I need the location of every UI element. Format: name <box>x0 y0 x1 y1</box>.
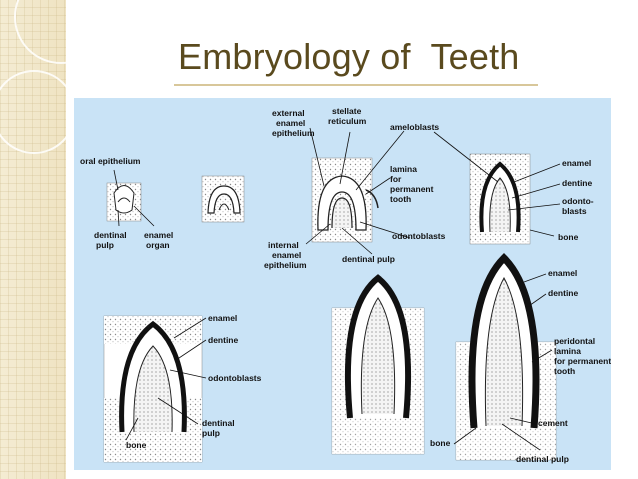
label-dentine: dentine <box>562 178 592 188</box>
label-oral-epithelium: oral epithelium <box>80 156 141 166</box>
labels: oral epithelium dentinal pulp enamel org… <box>80 106 611 464</box>
label-external: external <box>272 108 305 118</box>
label-tooth: tooth <box>390 194 411 204</box>
stage-early-root <box>103 315 203 463</box>
label-pulp: pulp <box>96 240 114 250</box>
label-internal: internal <box>268 240 299 250</box>
label-enamel: enamel <box>208 313 237 323</box>
label-peridontal: peridontal <box>554 336 595 346</box>
stage-erupting <box>331 274 425 455</box>
label-organ: organ <box>146 240 170 250</box>
label-bone: bone <box>430 438 451 448</box>
leader-lines <box>113 127 561 451</box>
label-dentine: dentine <box>208 335 238 345</box>
label-permanent: permanent <box>390 184 434 194</box>
label-bone: bone <box>558 232 579 242</box>
label-epithelium: epithelium <box>272 128 315 138</box>
stage-crown <box>469 153 531 245</box>
label-enamel: enamel <box>548 268 577 278</box>
label-cement: cement <box>538 418 568 428</box>
label-blasts: blasts <box>562 206 587 216</box>
label-pulp: pulp <box>202 428 220 438</box>
label-dentine: dentine <box>548 288 578 298</box>
label-dentinal-pulp: dentinal pulp <box>516 454 569 464</box>
label-bone: bone <box>126 440 147 450</box>
label-for-permanent: for permanent <box>554 356 611 366</box>
label-epithelium: epithelium <box>264 260 307 270</box>
label-tooth: tooth <box>554 366 575 376</box>
label-enamel: enamel <box>144 230 173 240</box>
label-dentinal: dentinal <box>94 230 127 240</box>
label-odontoblasts: odontoblasts <box>392 231 446 241</box>
label-odontoblasts: odontoblasts <box>208 373 262 383</box>
label-ameloblasts: ameloblasts <box>390 122 439 132</box>
stage-erupted <box>455 253 557 461</box>
stage-cap <box>201 175 245 223</box>
label-dentinal-pulp: dentinal pulp <box>342 254 395 264</box>
label-reticulum: reticulum <box>328 116 367 126</box>
label-lamina: lamina <box>390 164 417 174</box>
tooth-development-diagram: oral epithelium dentinal pulp enamel org… <box>74 98 611 470</box>
label-enamel: enamel <box>272 250 301 260</box>
title-underline <box>174 84 538 86</box>
slide-title: Embryology of Teeth <box>178 36 520 77</box>
stage-bell <box>311 157 379 243</box>
label-lamina: lamina <box>554 346 581 356</box>
label-stellate: stellate <box>332 106 362 116</box>
stage-bud <box>106 182 142 222</box>
label-odonto: odonto- <box>562 196 594 206</box>
label-dentinal: dentinal <box>202 418 235 428</box>
label-for: for <box>390 174 402 184</box>
label-enamel: enamel <box>562 158 591 168</box>
label-enamel: enamel <box>276 118 305 128</box>
